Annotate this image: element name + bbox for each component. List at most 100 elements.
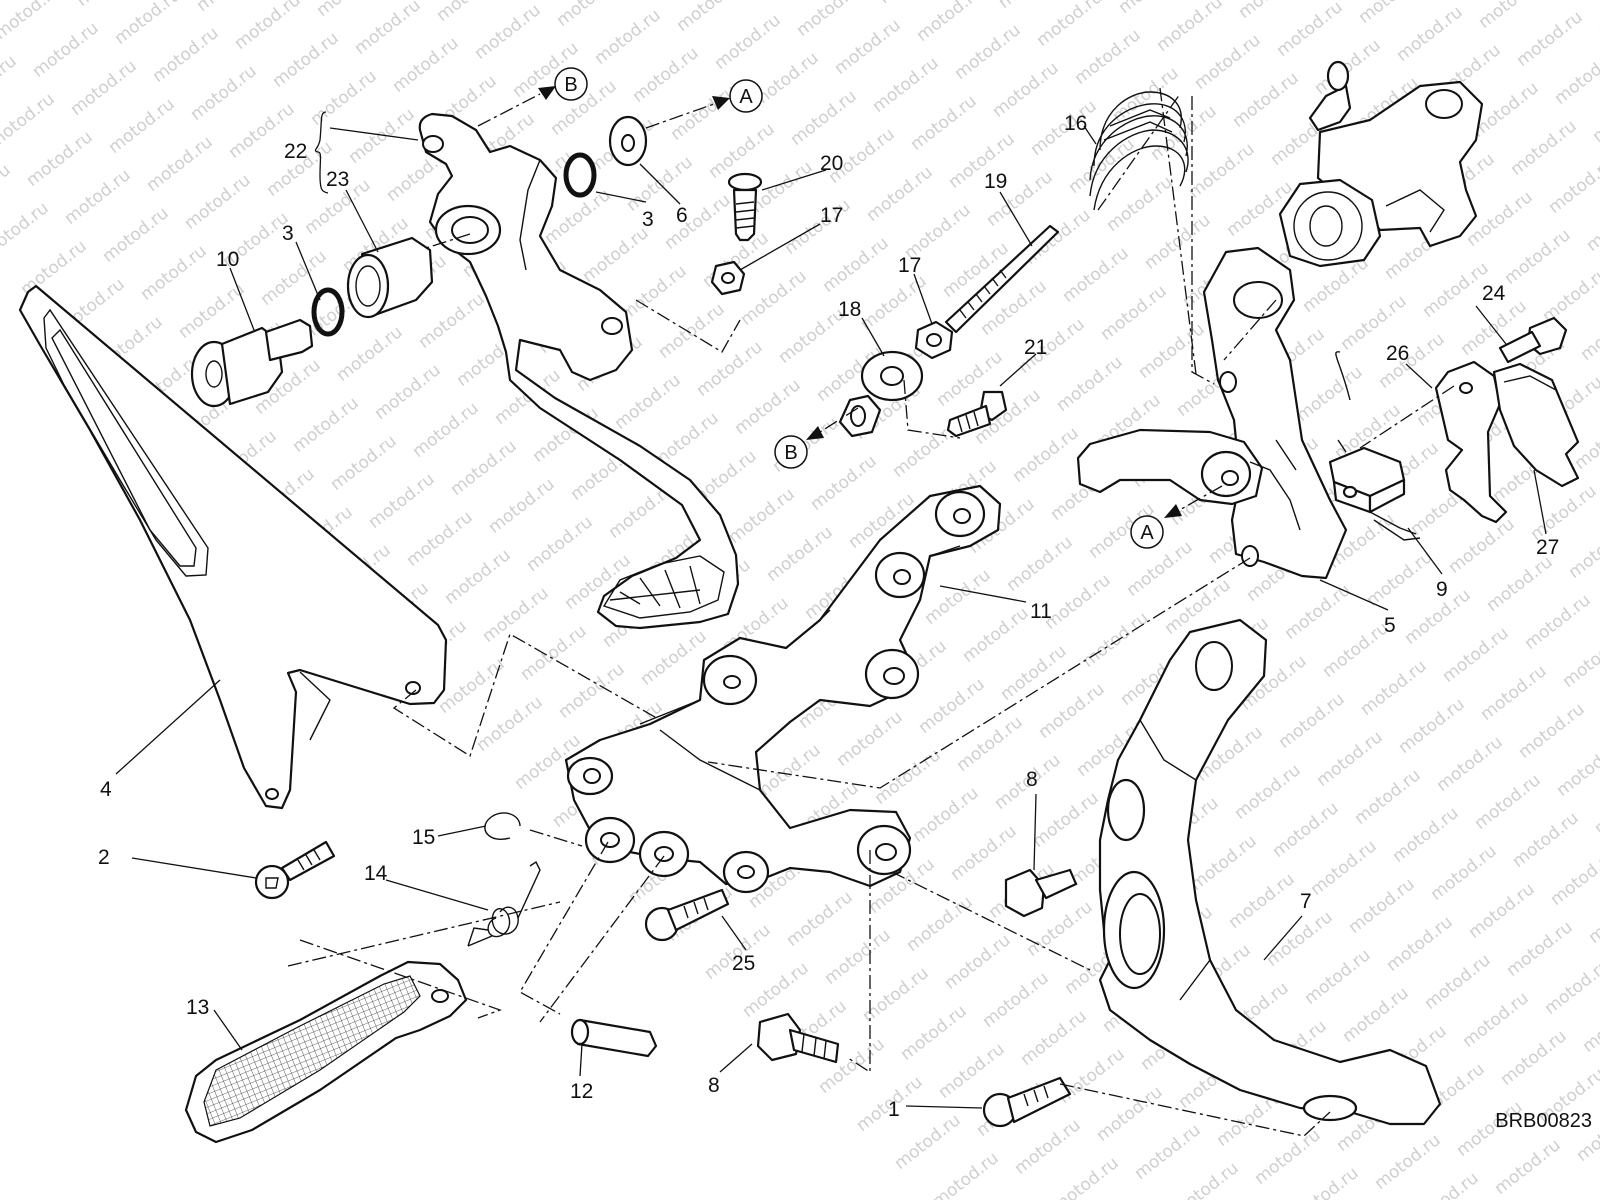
watermark-text: motod.ru (1355, 0, 1429, 28)
watermark-text: motod.ru (783, 887, 857, 951)
watermark-text: motod.ru (0, 160, 15, 224)
connector-label: B (564, 74, 577, 96)
watermark-text: motod.ru (1033, 0, 1107, 51)
watermark-text: motod.ru (1289, 1163, 1363, 1200)
watermark-text: motod.ru (1363, 547, 1437, 611)
screw-part (727, 172, 763, 242)
watermark-text: motod.ru (1553, 737, 1600, 801)
watermark-text: motod.ru (1301, 945, 1375, 1009)
watermark-text: motod.ru (1475, 0, 1549, 33)
watermark-text: motod.ru (1583, 192, 1600, 256)
connector-label: A (739, 86, 753, 108)
watermark-text: motod.ru (1383, 912, 1457, 976)
watermark-text: motod.ru (869, 53, 943, 117)
watermark-text: motod.ru (1433, 732, 1507, 796)
watermark-text: motod.ru (1251, 1125, 1325, 1189)
watermark-text: motod.ru (1503, 917, 1577, 981)
watermark-text: motod.ru (793, 0, 867, 41)
watermark-text: motod.ru (1021, 205, 1095, 269)
callout-17: 17 (898, 254, 921, 277)
watermark-text: motod.ru (389, 33, 463, 97)
cover-part (1492, 362, 1580, 488)
watermark-text: motod.ru (99, 203, 173, 267)
connector-b-top: B (554, 67, 588, 101)
watermark-text: motod.ru (1169, 1158, 1243, 1200)
watermark-text: motod.ru (591, 5, 665, 69)
watermark-text: motod.ru (1389, 803, 1463, 867)
watermark-text: motod.ru (1595, 0, 1600, 38)
connector-b-mid: B (774, 435, 808, 469)
callout-17: 17 (820, 204, 843, 227)
callout-27: 27 (1536, 536, 1559, 559)
watermark-text: motod.ru (673, 0, 747, 36)
watermark-text: motod.ru (1009, 423, 1083, 487)
connector-arrows (477, 86, 1223, 518)
watermark-text: motod.ru (485, 474, 559, 538)
watermark-text: motod.ru (1339, 983, 1413, 1047)
watermark-text: motod.ru (1109, 63, 1183, 127)
watermark-text: motod.ru (1191, 30, 1265, 94)
callout-8: 8 (1026, 768, 1038, 791)
watermark-text: motod.ru (897, 1001, 971, 1065)
watermark-text: motod.ru (1003, 532, 1077, 596)
watermark-text: motod.ru (433, 0, 507, 26)
watermark-text: motod.ru (0, 51, 21, 115)
callout-1: 1 (888, 1098, 900, 1121)
circlip-part (484, 812, 521, 840)
watermark-text: motod.ru (193, 0, 267, 16)
watermark-text: motod.ru (371, 360, 445, 424)
watermark-text: motod.ru (17, 236, 91, 300)
watermark-text: motod.ru (819, 233, 893, 297)
o-ring-part (311, 287, 345, 337)
watermark-text: motod.ru (1185, 139, 1259, 203)
callout-13: 13 (186, 996, 209, 1019)
watermark-text: motod.ru (763, 522, 837, 586)
watermark-text: motod.ru (1147, 101, 1221, 165)
watermark-text: motod.ru (787, 86, 861, 150)
watermark-text: motod.ru (345, 104, 419, 168)
callout-14: 14 (364, 862, 388, 885)
callout-12: 12 (570, 1080, 593, 1103)
watermark-text: motod.ru (903, 892, 977, 956)
watermark-text: motod.ru (913, 0, 987, 46)
callout-22: 22 (284, 140, 307, 163)
watermark-text: motod.ru (143, 132, 217, 196)
callout-7: 7 (1300, 890, 1312, 913)
watermark-text: motod.ru (655, 299, 729, 363)
watermark-text: motod.ru (1559, 628, 1600, 692)
watermark-text: motod.ru (945, 129, 1019, 193)
watermark-text: motod.ru (1103, 172, 1177, 236)
watermark-text: motod.ru (1269, 798, 1343, 862)
callout-numbers: 22 23 10 3 3 6 20 17 17 18 19 16 21 11 4… (98, 112, 1559, 1121)
watermark-text: motod.ru (629, 43, 703, 107)
nut-part (710, 260, 746, 296)
callout-3: 3 (282, 222, 294, 245)
callout-11: 11 (1030, 600, 1052, 623)
watermark-text: motod.ru (1465, 879, 1539, 943)
watermark-text: motod.ru (1153, 0, 1227, 56)
watermark-text: motod.ru (1123, 537, 1197, 601)
stop-light-switch-part (1328, 351, 1421, 541)
brake-pedal-part (418, 112, 740, 630)
watermark-text: motod.ru (1079, 608, 1153, 672)
watermark-text: motod.ru (637, 626, 711, 690)
watermark-text: motod.ru (555, 659, 629, 723)
watermark-text: motod.ru (1053, 352, 1127, 416)
watermark-text: motod.ru (67, 56, 141, 120)
watermark-text: motod.ru (1421, 950, 1495, 1014)
watermark-text: motod.ru (553, 0, 627, 31)
watermark-text: motod.ru (1131, 1120, 1205, 1184)
watermark-text: motod.ru (661, 190, 735, 254)
watermark-text: motod.ru (327, 431, 401, 495)
watermark-text: motod.ru (1547, 846, 1600, 910)
watermark-text: motod.ru (1551, 45, 1600, 109)
watermark-text: motod.ru (1263, 907, 1337, 971)
screw-part (982, 1076, 1072, 1128)
watermark-text: motod.ru (1507, 116, 1581, 180)
screw-part (756, 1012, 840, 1064)
watermark-text: motod.ru (517, 621, 591, 685)
watermark-text: motod.ru (737, 266, 811, 330)
watermark-text: motod.ru (1235, 0, 1309, 23)
assembly-lines (287, 87, 1455, 1137)
pivot-bolt-part (190, 318, 314, 408)
